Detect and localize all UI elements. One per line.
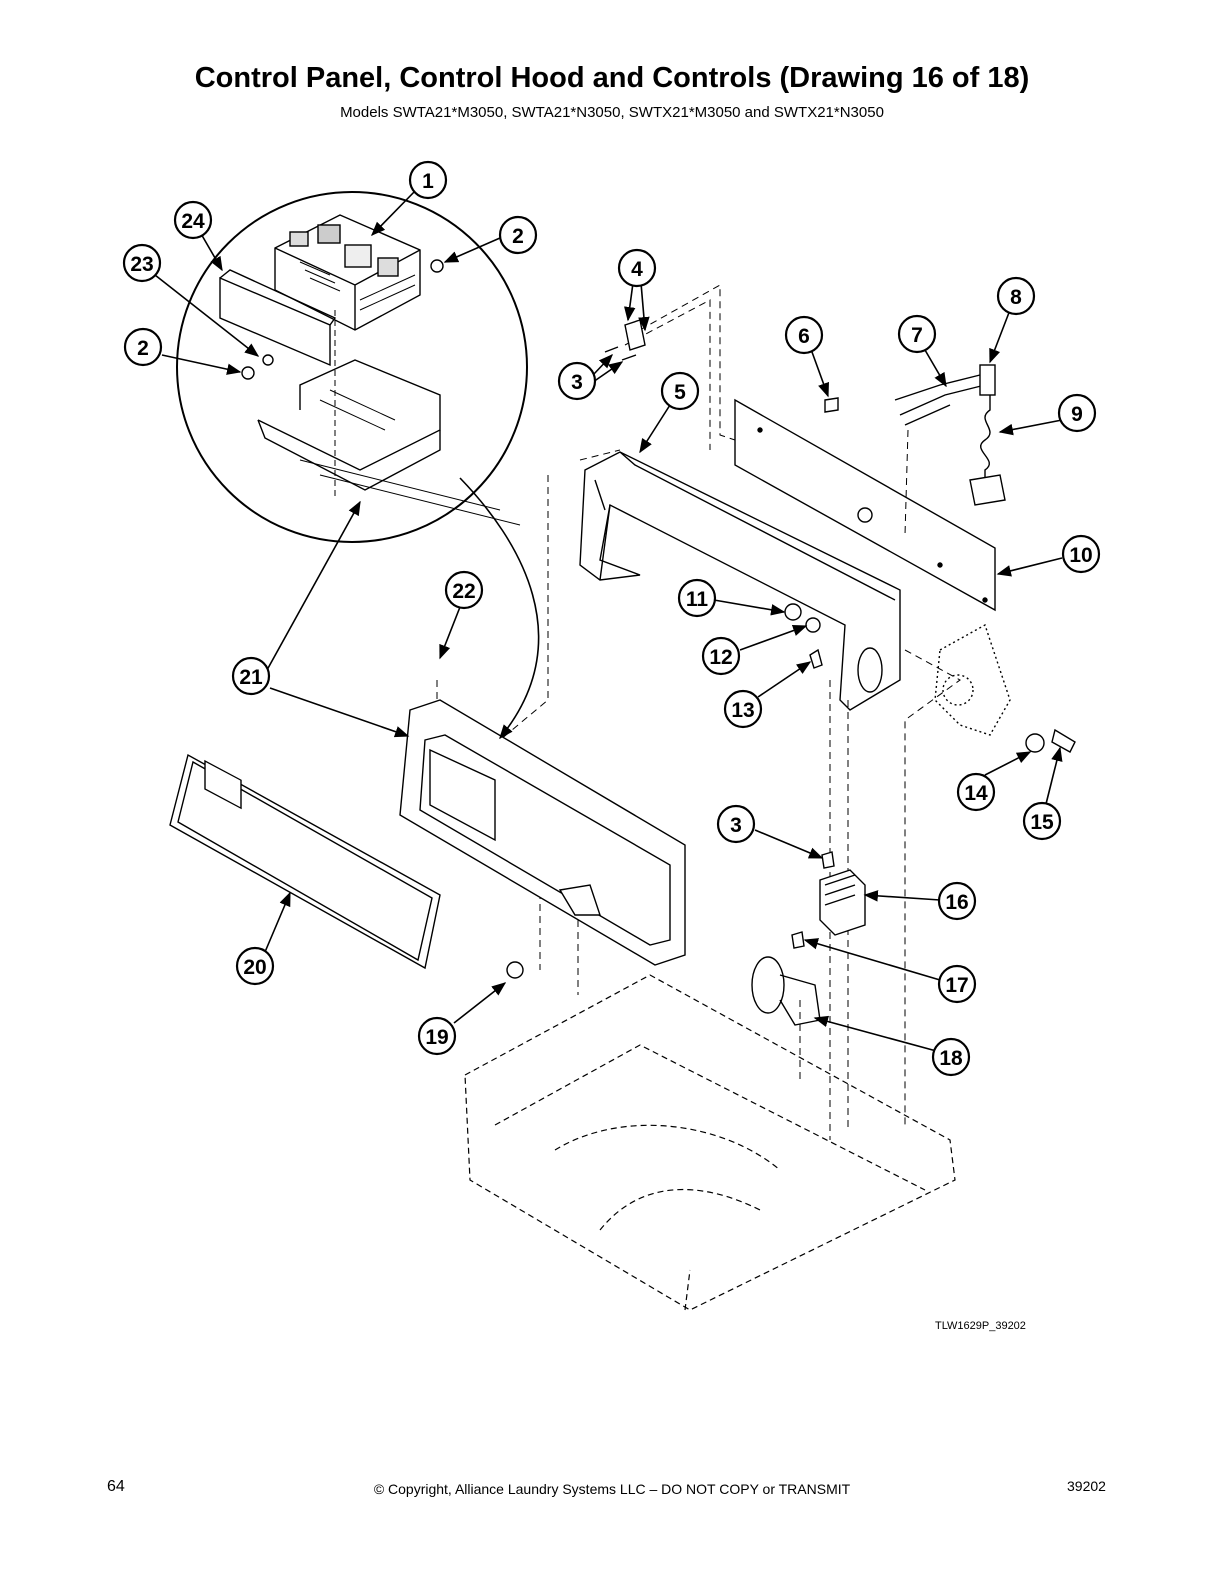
callout-2-left: 2 xyxy=(123,327,163,367)
callout-14-label: 14 xyxy=(964,782,988,805)
screw-part xyxy=(809,648,823,669)
callout-6-label: 6 xyxy=(798,325,810,348)
callout-10-label: 10 xyxy=(1069,544,1092,567)
callout-5-label: 5 xyxy=(674,381,686,404)
page-subtitle: Models SWTA21*M3050, SWTA21*N3050, SWTX2… xyxy=(340,104,884,121)
back-panel-part xyxy=(734,398,996,612)
callout-24-label: 24 xyxy=(181,210,205,233)
callout-8: 8 xyxy=(996,276,1036,316)
callout-11: 11 xyxy=(677,578,717,618)
screw-part xyxy=(821,851,835,869)
copyright-notice: © Copyright, Alliance Laundry Systems LL… xyxy=(373,1481,851,1497)
bolt-part xyxy=(1051,728,1076,753)
star-washer-part xyxy=(805,617,821,633)
callout-9: 9 xyxy=(1057,393,1097,433)
callout-15: 15 xyxy=(1022,801,1062,841)
callout-3-lower-label: 3 xyxy=(730,814,742,837)
knob-part xyxy=(506,961,524,979)
callout-21: 21 xyxy=(231,656,271,696)
callout-20: 20 xyxy=(235,946,275,986)
callout-21-label: 21 xyxy=(239,666,263,689)
callout-2: 2 xyxy=(498,215,538,255)
callout-19-label: 19 xyxy=(425,1026,448,1049)
gear-nut-part xyxy=(1025,733,1045,753)
callout-13: 13 xyxy=(723,689,763,729)
callout-24: 24 xyxy=(173,200,213,240)
board-tray-part xyxy=(257,310,521,526)
screw-part xyxy=(430,259,444,273)
page-title: Control Panel, Control Hood and Controls… xyxy=(194,62,1030,94)
screw-part xyxy=(824,397,839,413)
control-board-part xyxy=(274,214,421,331)
callout-14: 14 xyxy=(956,772,996,812)
clip-part xyxy=(624,319,646,351)
callout-22: 22 xyxy=(444,570,484,610)
callout-3: 3 xyxy=(557,361,597,401)
callout-20-label: 20 xyxy=(243,956,266,979)
callout-10: 10 xyxy=(1061,534,1101,574)
callout-6: 6 xyxy=(784,315,824,355)
transformer-part xyxy=(819,869,866,936)
drawing-id: TLW1629P_39202 xyxy=(935,1320,1026,1332)
callout-7-label: 7 xyxy=(911,324,923,347)
washer-part xyxy=(262,354,274,366)
callout-23: 23 xyxy=(122,243,162,283)
callout-2-label: 2 xyxy=(512,225,524,248)
power-cord-part xyxy=(894,364,1006,506)
callout-15-label: 15 xyxy=(1030,811,1054,834)
callout-3-label: 3 xyxy=(571,371,583,394)
callout-7: 7 xyxy=(897,314,937,354)
callout-9-label: 9 xyxy=(1071,403,1083,426)
document-number: 39202 xyxy=(1067,1478,1106,1494)
callout-12-label: 12 xyxy=(709,646,732,669)
callout-17-label: 17 xyxy=(945,974,968,997)
callout-3-lower: 3 xyxy=(716,804,756,844)
callout-4: 4 xyxy=(617,248,657,288)
callout-2-left-label: 2 xyxy=(137,337,149,360)
callout-22-label: 22 xyxy=(452,580,475,603)
callout-1: 1 xyxy=(408,160,448,200)
callout-8-label: 8 xyxy=(1010,286,1022,309)
callout-11-label: 11 xyxy=(686,588,709,611)
console-frame-part xyxy=(399,699,686,966)
callout-19: 19 xyxy=(417,1016,457,1056)
screw-part xyxy=(791,931,805,949)
callout-13-label: 13 xyxy=(731,699,754,722)
callout-1-label: 1 xyxy=(422,170,434,193)
screw-part xyxy=(241,366,255,380)
callout-4-label: 4 xyxy=(631,258,643,281)
callout-18-label: 18 xyxy=(939,1047,963,1070)
callout-16: 16 xyxy=(937,881,977,921)
nut-part xyxy=(784,603,802,621)
detail-circle xyxy=(176,191,528,543)
cabinet-top-outline xyxy=(464,974,956,1311)
control-hood-part xyxy=(579,451,901,711)
pressure-switch-part xyxy=(751,956,821,1026)
mounting-bracket-part xyxy=(219,269,337,367)
page-number: 64 xyxy=(107,1478,125,1495)
callout-23-label: 23 xyxy=(130,253,153,276)
callout-17: 17 xyxy=(937,964,977,1004)
callout-16-label: 16 xyxy=(945,891,968,914)
bracket-outline-part xyxy=(934,623,1011,736)
control-panel-overlay-part xyxy=(169,753,441,970)
callout-12: 12 xyxy=(701,636,741,676)
callout-18: 18 xyxy=(931,1037,971,1077)
screw-part xyxy=(604,346,637,361)
callout-5: 5 xyxy=(660,371,700,411)
